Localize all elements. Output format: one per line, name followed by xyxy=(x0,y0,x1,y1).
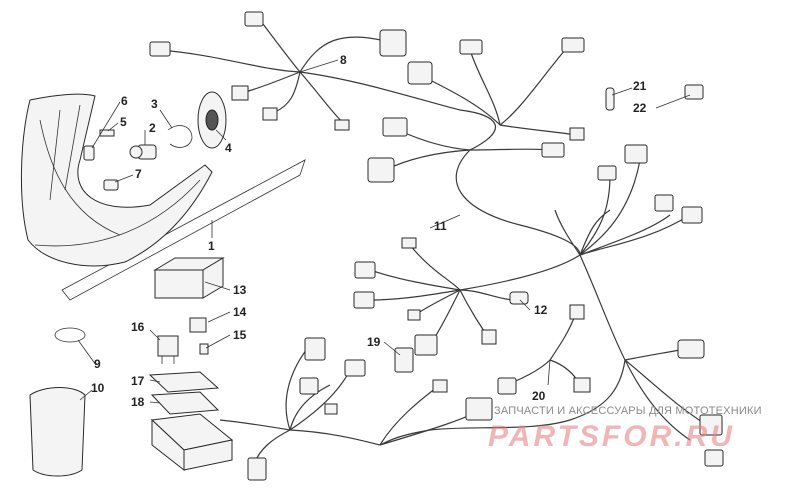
fuse-cover-17 xyxy=(148,371,220,393)
leader-lines xyxy=(77,59,691,404)
callout-6: 6 xyxy=(121,94,128,108)
harness-connectors xyxy=(149,11,724,481)
callout-15: 15 xyxy=(233,328,247,342)
fuse-box-cover-18 xyxy=(150,391,220,415)
callout-3: 3 xyxy=(151,97,158,111)
rubber-cap-4 xyxy=(197,91,227,149)
callout-4: 4 xyxy=(225,141,232,155)
callout-7: 7 xyxy=(135,167,142,181)
callout-22: 22 xyxy=(633,101,647,115)
callout-1: 1 xyxy=(208,239,215,253)
callout-12: 12 xyxy=(534,303,548,317)
relay-16 xyxy=(157,335,179,364)
relay-14 xyxy=(189,317,207,333)
callout-2: 2 xyxy=(149,121,156,135)
callout-19: 19 xyxy=(367,335,381,349)
retaining-spring-3 xyxy=(167,125,193,148)
watermark-logo: PARTSFOR.RU xyxy=(488,420,735,453)
screw-5 xyxy=(99,129,115,137)
sleeve-10 xyxy=(29,387,86,477)
callout-20: 20 xyxy=(532,389,546,403)
fuse-15 xyxy=(199,343,209,355)
callout-8: 8 xyxy=(340,53,347,67)
callout-16: 16 xyxy=(131,320,145,334)
callout-numbers: 1 2 3 4 5 6 7 8 9 10 11 12 13 14 15 16 1… xyxy=(91,53,647,409)
headlight-assembly xyxy=(20,93,306,301)
callout-5: 5 xyxy=(120,115,127,129)
clamp-9 xyxy=(54,327,86,343)
callout-18: 18 xyxy=(131,395,145,409)
bulb-holder-6 xyxy=(83,145,95,161)
bulb-2 xyxy=(129,144,157,160)
callout-13: 13 xyxy=(233,283,247,297)
callout-21: 21 xyxy=(633,79,647,93)
callout-17: 17 xyxy=(131,374,145,388)
relay-13 xyxy=(153,257,225,299)
callout-9: 9 xyxy=(94,357,101,371)
callout-11: 11 xyxy=(434,219,447,233)
callout-14: 14 xyxy=(233,305,247,319)
watermark-tagline: ЗАПЧАСТИ И АКСЕССУАРЫ ДЛЯ МОТОТЕХНИКИ xyxy=(494,405,762,417)
fuse-box xyxy=(150,413,234,472)
callout-10: 10 xyxy=(91,381,105,395)
parking-bulb-7 xyxy=(103,179,119,191)
